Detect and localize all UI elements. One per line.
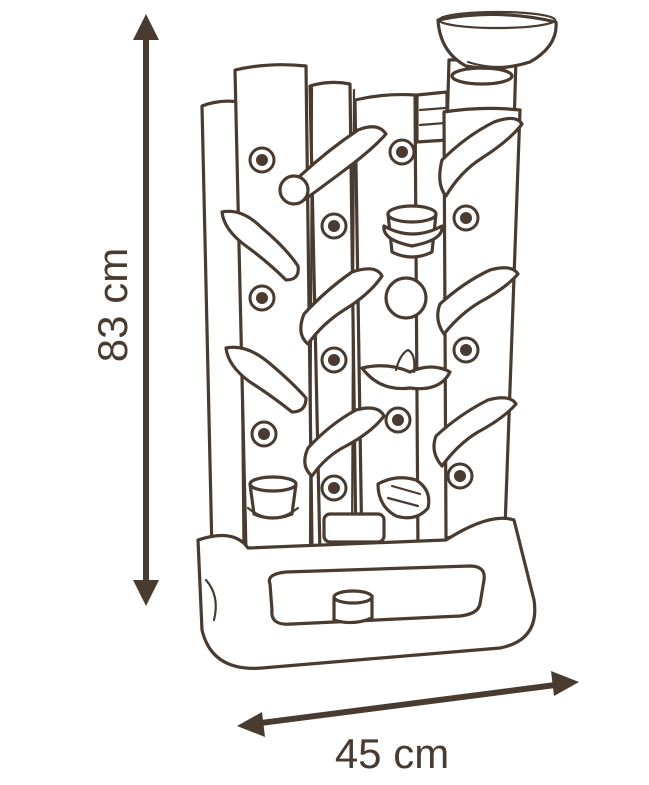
width-dimension-arrow bbox=[237, 671, 579, 737]
width-label: 45 cm bbox=[335, 730, 449, 777]
balls bbox=[278, 174, 428, 320]
lever bbox=[322, 476, 431, 544]
height-label: 83 cm bbox=[89, 248, 136, 362]
height-dimension-arrow bbox=[133, 14, 159, 606]
base-tray bbox=[196, 516, 537, 670]
chutes bbox=[220, 116, 524, 478]
pegs bbox=[248, 138, 480, 502]
water-cup bbox=[382, 204, 444, 259]
spinner bbox=[360, 348, 452, 391]
small-cups bbox=[246, 475, 300, 520]
water-play-tower-icon bbox=[196, 10, 558, 670]
